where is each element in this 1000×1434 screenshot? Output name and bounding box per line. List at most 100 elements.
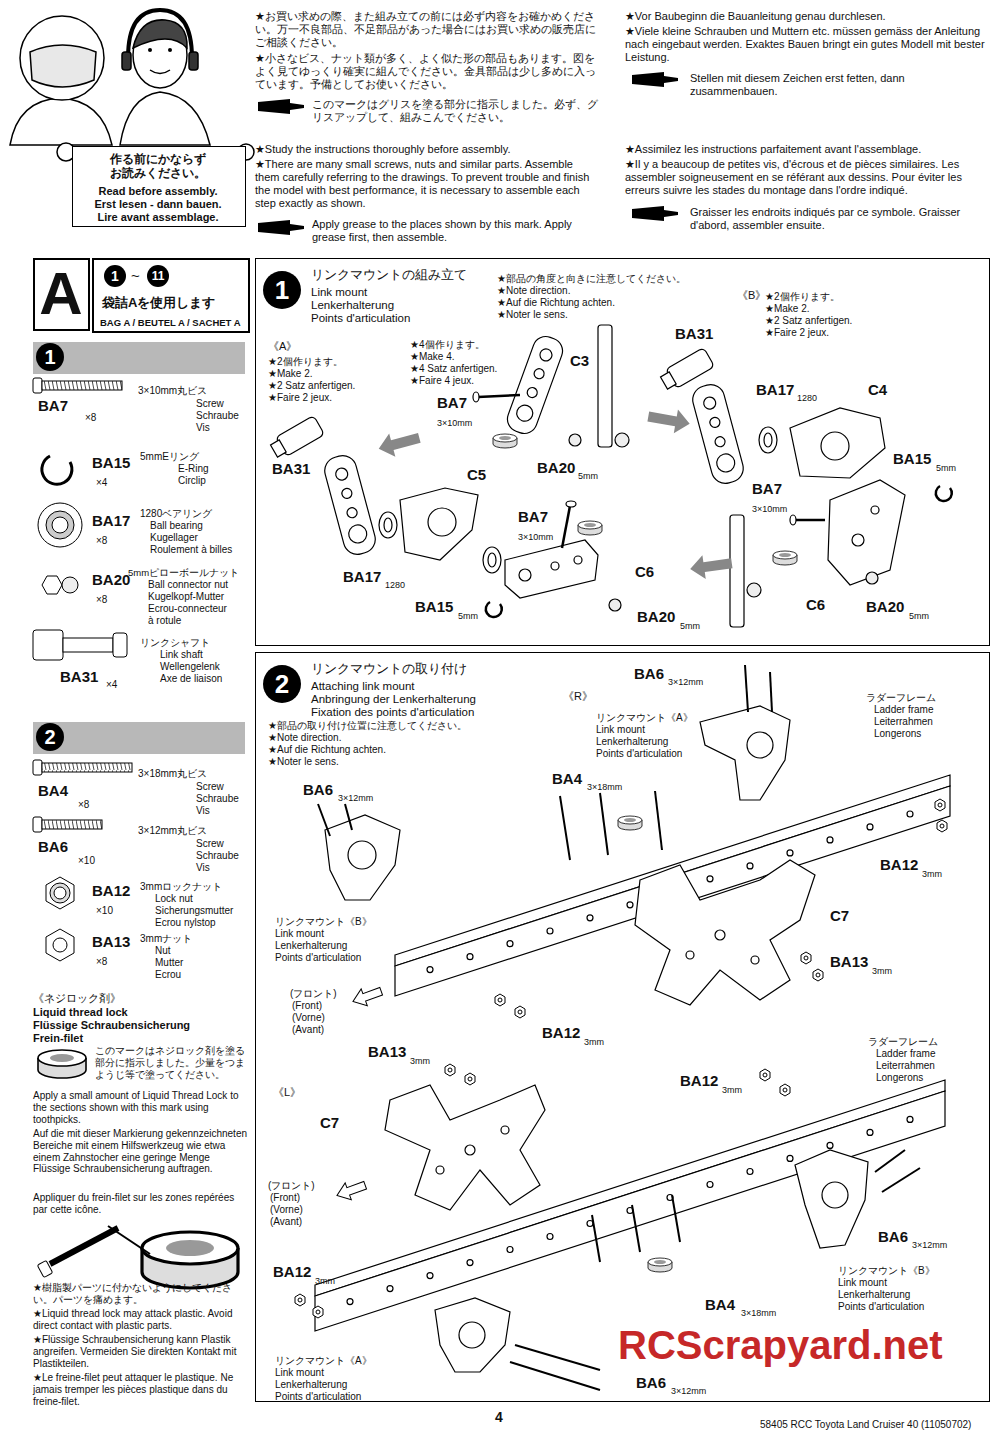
label-box: Mutter [155, 952, 183, 971]
part-code: C6 [806, 596, 825, 613]
label-box: BA12 [880, 856, 918, 875]
label-box: ★2個作ります。 [765, 286, 840, 305]
note-text: ★Make 2. [765, 303, 810, 314]
text-slot: Lire avant assemblage. [73, 211, 243, 224]
label-box: Ball connector nut [148, 574, 228, 593]
note-text: ★Il y a beaucoup de petites vis, d'écrou… [625, 158, 987, 197]
label-box: Link mount [838, 1272, 887, 1291]
label-box: BA15 [92, 454, 130, 473]
note-text: Points d'articulation [275, 1391, 361, 1402]
part-code: BA20 [537, 459, 575, 476]
note-text: 3×18mm丸ビス [138, 768, 207, 779]
label-box: ★Assimilez les instructions parfaitement… [625, 143, 987, 156]
label-box: ★Note direction. [497, 280, 570, 299]
note-text: ★2個作ります。 [268, 356, 343, 367]
label-box: ★Viele kleine Schrauben und Muttern etc.… [625, 25, 987, 64]
text-slot: 2 [36, 723, 64, 751]
note-text: Ladder frame [876, 1048, 935, 1059]
note-text: Screw [196, 398, 224, 409]
label-box: 《A》 [268, 336, 297, 355]
label-box: 3×10mm [518, 526, 553, 545]
label-box: ★Liquid thread lock may attack plastic. … [33, 1308, 248, 1332]
label-box: BA17 [343, 568, 381, 587]
note-text: Vis [196, 805, 210, 816]
box-text: Attaching link mount [311, 680, 415, 692]
label-box: 3mm [872, 960, 892, 979]
note-text: Appliquer du frein-filet sur les zones r… [33, 1192, 248, 1216]
note-text: ×4 [96, 477, 107, 488]
text-slot: Erst lesen - dann bauen. [73, 198, 243, 211]
label-box: 《B》 [737, 285, 766, 304]
label-box: (Vorne) [270, 1199, 303, 1218]
note-text: ×8 [96, 956, 107, 967]
part-code: BA4 [38, 782, 68, 799]
part-code: BA12 [92, 882, 130, 899]
note-text: 《B》 [737, 289, 766, 301]
note-text: ★小さなビス、ナット類が多く、よく似た形の部品もあります。図をよく見てゆっくり確… [255, 52, 600, 91]
label-box: ★Auf die Richtung achten. [497, 292, 615, 311]
note-text: Vis [196, 862, 210, 873]
note-text: ★Faire 2 jeux. [268, 392, 332, 403]
label-box: 4 [495, 1408, 503, 1427]
label-box: BA17 [92, 512, 130, 531]
label-box: 3×12mm [671, 1380, 706, 1399]
label-box: Lenkerhalterung [838, 1284, 910, 1303]
label-box: Longerons [874, 723, 921, 742]
part-code: BA20 [637, 608, 675, 625]
text-slot: リンクマウントの組み立て [311, 264, 467, 283]
label-box: BA12 [542, 1024, 580, 1043]
note-text: Flüssige Schraubensicherung [33, 1019, 190, 1031]
note-text: (Vorne) [270, 1204, 303, 1215]
size-label: 3mm [922, 869, 942, 879]
label-box: 5mm [680, 615, 700, 634]
label-box: 3mm [410, 1050, 430, 1069]
label-box: Screw [196, 776, 224, 795]
label-box: 5mm [578, 465, 598, 484]
label-box: C5 [467, 466, 486, 485]
text-slot: 11 [147, 265, 169, 287]
box-text: ~ [131, 267, 140, 284]
part-code: BA17 [756, 381, 794, 398]
label-box: ★4 Satz anfertigen. [410, 358, 497, 377]
label-box: Points d'articulation [275, 1386, 361, 1405]
label-box: ★Vor Baubeginn die Bauanleitung genau du… [625, 10, 987, 23]
box-text: Fixation des points d'articulation [311, 706, 474, 718]
label-box: Points d'articulation [838, 1296, 924, 1315]
note-text: Lenkerhalterung [838, 1289, 910, 1300]
size-label: 3×12mm [912, 1240, 947, 1250]
label-box: (フロント) [268, 1175, 315, 1194]
label-box: (Front) [292, 995, 322, 1014]
part-code: BA17 [343, 568, 381, 585]
note-text: Lenkerhalterung [275, 1379, 347, 1390]
label-box: ★There are many small screws, nuts and s… [255, 158, 600, 210]
note-text: 《L》 [273, 1086, 301, 1098]
step-number: 1 [263, 271, 301, 309]
label-box: Roulement à billes [150, 539, 232, 558]
size-label: 5mm [578, 471, 598, 481]
label-box: リンクシャフト [140, 632, 210, 651]
note-text: このマークはグリスを塗る部分に指示しました。必ず、グリスアップして、組みこんでく… [312, 98, 602, 124]
note-text: ラダーフレーム [868, 1036, 938, 1047]
note-text: Auf die mit dieser Markierung gekennzeic… [33, 1128, 248, 1175]
note-text: Schraube [196, 410, 239, 421]
label-box: ×8 [96, 589, 107, 608]
label-box: ★Make 2. [268, 363, 313, 382]
note-text: Wellengelenk [160, 661, 220, 672]
box-text: 袋詰Aを使用します [102, 295, 215, 310]
label-box: BA6 [38, 838, 68, 857]
label-box: ×4 [106, 674, 117, 693]
label-box: Flüssige Schraubensicherung [33, 1015, 190, 1034]
note-text: Points d'articulation [596, 748, 682, 759]
text-slot: Link mount [311, 281, 367, 300]
note-text: Schraube [196, 850, 239, 861]
note-text: Lock nut [155, 893, 193, 904]
label-box: Schraube [196, 845, 239, 864]
note-text: Link mount [275, 928, 324, 939]
note-text: 5mmEリング [140, 451, 199, 462]
label-box: 3mmロックナット [140, 876, 222, 895]
note-text: Frein-filet [33, 1032, 83, 1044]
label-box: ラダーフレーム [868, 1031, 938, 1050]
note-text: Mutter [155, 957, 183, 968]
part-code: 4 [495, 1409, 503, 1425]
label-box: ★2 Satz anfertigen. [765, 310, 852, 329]
